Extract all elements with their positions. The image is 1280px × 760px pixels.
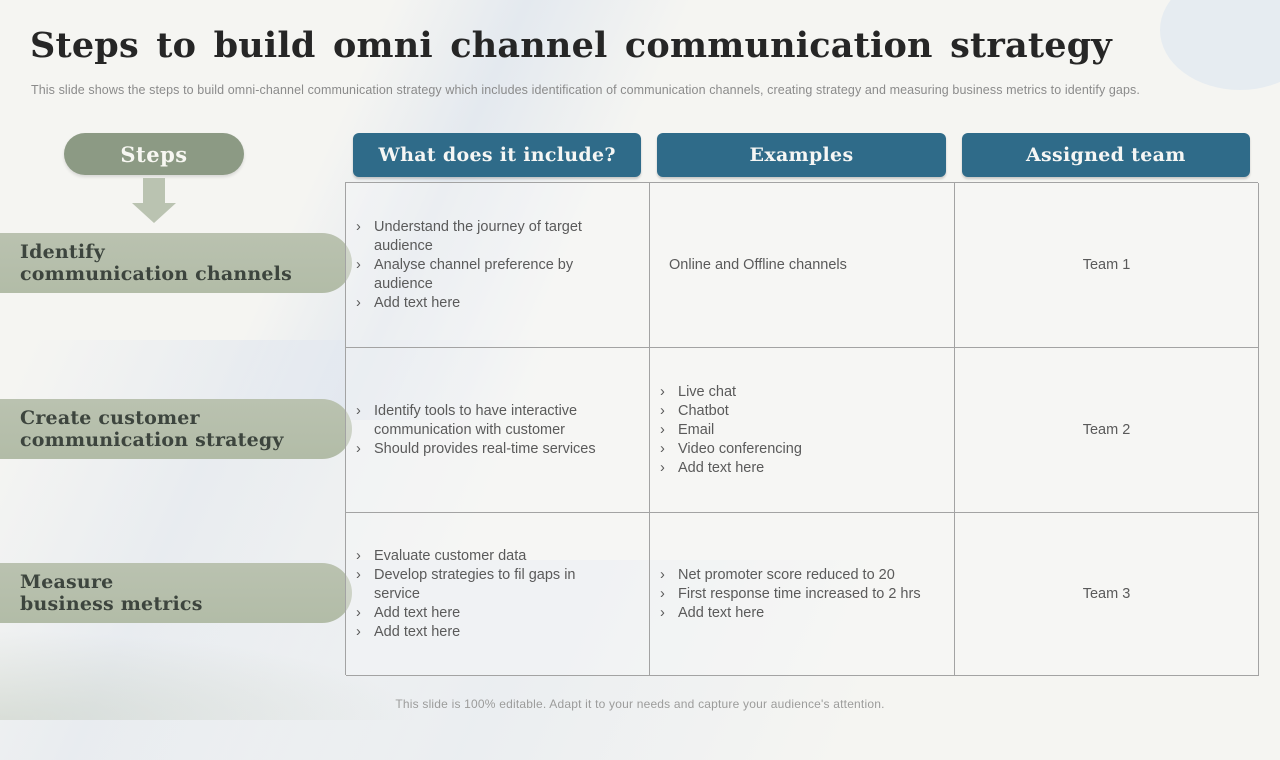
down-arrow-head	[132, 203, 176, 223]
bullet-text: Add text here	[374, 604, 461, 621]
example-text: Online and Offline channels	[669, 256, 847, 273]
bullet-item: › Add text here	[356, 604, 635, 623]
bullet-item: › Video conferencing	[660, 440, 940, 459]
bullet-icon: ›	[356, 547, 361, 564]
step-label-line: Create customer	[20, 407, 200, 429]
bullet-icon: ›	[660, 383, 665, 400]
step-label-line: Identify	[20, 241, 105, 263]
bullet-item: › Understand the journey of target audie…	[356, 218, 635, 256]
bullet-icon: ›	[660, 440, 665, 457]
bullet-text: Should provides real-time services	[374, 440, 596, 457]
steps-label-pill: Steps	[64, 133, 244, 175]
down-arrow-shaft	[143, 178, 165, 203]
bullet-icon: ›	[356, 623, 361, 640]
bullet-icon: ›	[356, 294, 361, 311]
bullet-icon: ›	[660, 604, 665, 621]
step-label-line: communication channels	[20, 263, 292, 285]
bullet-text: Live chat	[678, 383, 737, 400]
bullet-icon: ›	[660, 421, 665, 438]
slide-footer-note: This slide is 100% editable. Adapt it to…	[395, 697, 885, 711]
bullet-item: › Develop strategies to fil gaps in serv…	[356, 566, 635, 604]
bullet-item: › Add text here	[356, 623, 635, 642]
bullet-text: Analyse channel preference by audience	[374, 256, 574, 292]
content-table: › Understand the journey of target audie…	[345, 182, 1259, 676]
step-label-line: communication strategy	[20, 429, 284, 451]
cell-row2-team: Team 2	[955, 348, 1259, 513]
bullet-text: Add text here	[678, 604, 765, 621]
bullet-text: Understand the journey of target audienc…	[374, 218, 582, 254]
bullet-icon: ›	[356, 402, 361, 419]
bullet-text: Chatbot	[678, 402, 729, 419]
bullet-text: Identify tools to have interactive commu…	[374, 402, 578, 438]
bullet-text: Add text here	[374, 623, 461, 640]
bullet-icon: ›	[660, 585, 665, 602]
cell-row3-team: Team 3	[955, 513, 1259, 676]
down-arrow-icon	[132, 178, 176, 224]
cell-row1-team: Team 1	[955, 183, 1259, 348]
bullet-item: › Chatbot	[660, 402, 940, 421]
slide-title: Steps to build omni channel communicatio…	[30, 25, 1112, 66]
bullet-icon: ›	[356, 566, 361, 583]
bullet-icon: ›	[356, 256, 361, 273]
team-label: Team 3	[1082, 585, 1131, 602]
team-label: Team 1	[1082, 256, 1131, 273]
bullet-icon: ›	[356, 440, 361, 457]
cell-row3-examples: › Net promoter score reduced to 20 › Fir…	[650, 513, 955, 676]
bullet-item: › Evaluate customer data	[356, 547, 635, 566]
step-pill-measure-business-metrics: Measure business metrics	[0, 563, 352, 623]
bullet-item: › Add text here	[660, 459, 940, 478]
cell-row2-examples: › Live chat › Chatbot › Email › Video co…	[650, 348, 955, 513]
header-assigned-team: Assigned team	[961, 133, 1250, 177]
step-label-line: Measure	[20, 571, 114, 593]
bullet-item: › Should provides real-time services	[356, 440, 635, 459]
bullet-item: › First response time increased to 2 hrs	[660, 585, 940, 604]
bullet-text: Video conferencing	[678, 440, 802, 457]
bullet-item: › Email	[660, 421, 940, 440]
bullet-icon: ›	[356, 604, 361, 621]
bullet-text: Add text here	[374, 294, 461, 311]
cell-row1-examples: Online and Offline channels	[650, 183, 955, 348]
bullet-text: Develop strategies to fil gaps in servic…	[374, 566, 576, 602]
bullet-item: › Add text here	[356, 294, 635, 313]
cell-row2-includes: › Identify tools to have interactive com…	[346, 348, 650, 513]
bullet-item: › Identify tools to have interactive com…	[356, 402, 635, 440]
bullet-icon: ›	[660, 402, 665, 419]
bullet-item: › Analyse channel preference by audience	[356, 256, 635, 294]
bullet-item: › Add text here	[660, 604, 940, 623]
bullet-item: › Live chat	[660, 383, 940, 402]
table-header-row: What does it include? Examples Assigned …	[345, 133, 1258, 177]
cell-row3-includes: › Evaluate customer data › Develop strat…	[346, 513, 650, 676]
cell-row1-includes: › Understand the journey of target audie…	[346, 183, 650, 348]
bullet-text: Add text here	[678, 459, 765, 476]
bullet-item: › Net promoter score reduced to 20	[660, 566, 940, 585]
bullet-text: First response time increased to 2 hrs	[678, 585, 921, 602]
bullet-text: Net promoter score reduced to 20	[678, 566, 895, 583]
bullet-text: Evaluate customer data	[374, 547, 527, 564]
bullet-icon: ›	[356, 218, 361, 235]
step-label-line: business metrics	[20, 593, 203, 615]
bullet-icon: ›	[660, 459, 665, 476]
step-pill-create-customer-communication-strategy: Create customer communication strategy	[0, 399, 352, 459]
bullet-text: Email	[678, 421, 715, 438]
header-examples: Examples	[657, 133, 946, 177]
header-what-does-it-include: What does it include?	[353, 133, 642, 177]
team-label: Team 2	[1082, 421, 1131, 438]
slide-subtitle: This slide shows the steps to build omni…	[31, 83, 1140, 97]
step-pill-identify-communication-channels: Identify communication channels	[0, 233, 352, 293]
bullet-icon: ›	[660, 566, 665, 583]
